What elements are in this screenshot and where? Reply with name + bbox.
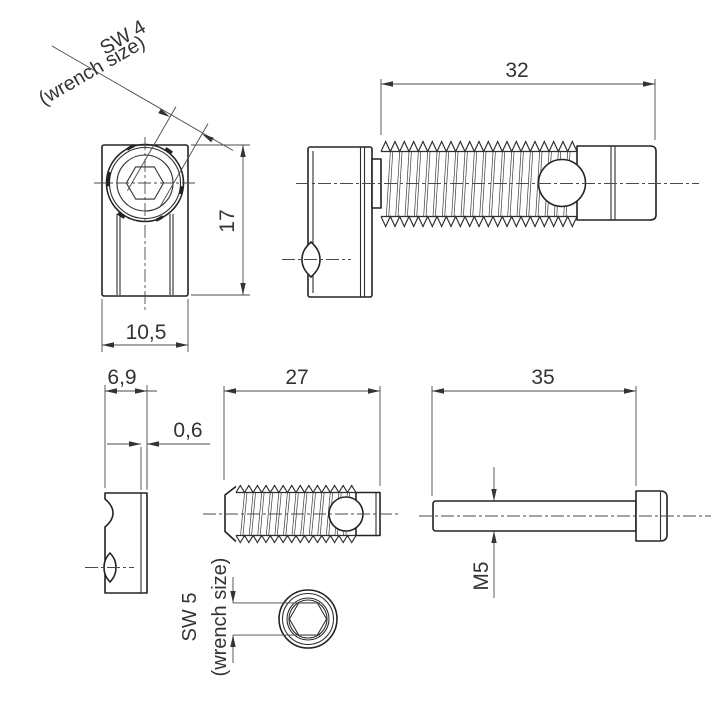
dim-label-17: 17 <box>216 209 239 232</box>
thread-profile-large <box>380 140 578 228</box>
ring-notches <box>106 144 184 222</box>
dim-slot-0-6: 0,6 <box>107 419 210 490</box>
hex-socket-sw5 <box>288 602 328 636</box>
dim-width-10-5: 10,5 <box>101 299 189 352</box>
dim-length-27: 27 <box>223 366 381 486</box>
set-screw-side-view <box>203 484 398 544</box>
dim-label-27: 27 <box>285 366 308 389</box>
dim-sw4: SW 4 (wrench size) <box>35 16 234 208</box>
dim-label-0-6: 0,6 <box>173 419 202 442</box>
dim-label-m5: M5 <box>470 561 493 590</box>
plate-side-view <box>85 492 148 594</box>
dim-length-32: 32 <box>380 59 656 140</box>
assembly-side-view <box>282 140 699 298</box>
dim-thread-m5: M5 <box>470 467 497 598</box>
ball-detent-large <box>537 158 587 208</box>
socket-end-view <box>278 589 338 649</box>
dim-width-6-9: 6,9 <box>104 366 157 488</box>
dim-label-10-5: 10,5 <box>126 321 167 344</box>
dim-label-sw5-note: (wrench size) <box>209 558 231 677</box>
front-view <box>94 137 197 312</box>
dim-label-sw5: SW 5 <box>179 593 201 642</box>
dim-label-35: 35 <box>531 366 554 389</box>
dim-sw5: SW 5 (wrench size) <box>179 558 320 677</box>
dim-label-32: 32 <box>505 59 528 82</box>
screw-od-circle <box>278 589 338 649</box>
dim-length-35: 35 <box>431 366 637 496</box>
dim-label-6-9: 6,9 <box>107 366 136 389</box>
dim-height-17: 17 <box>191 144 250 296</box>
dim-label-sw4-note: (wrench size) <box>35 32 149 111</box>
cap-screw-view <box>419 490 711 542</box>
